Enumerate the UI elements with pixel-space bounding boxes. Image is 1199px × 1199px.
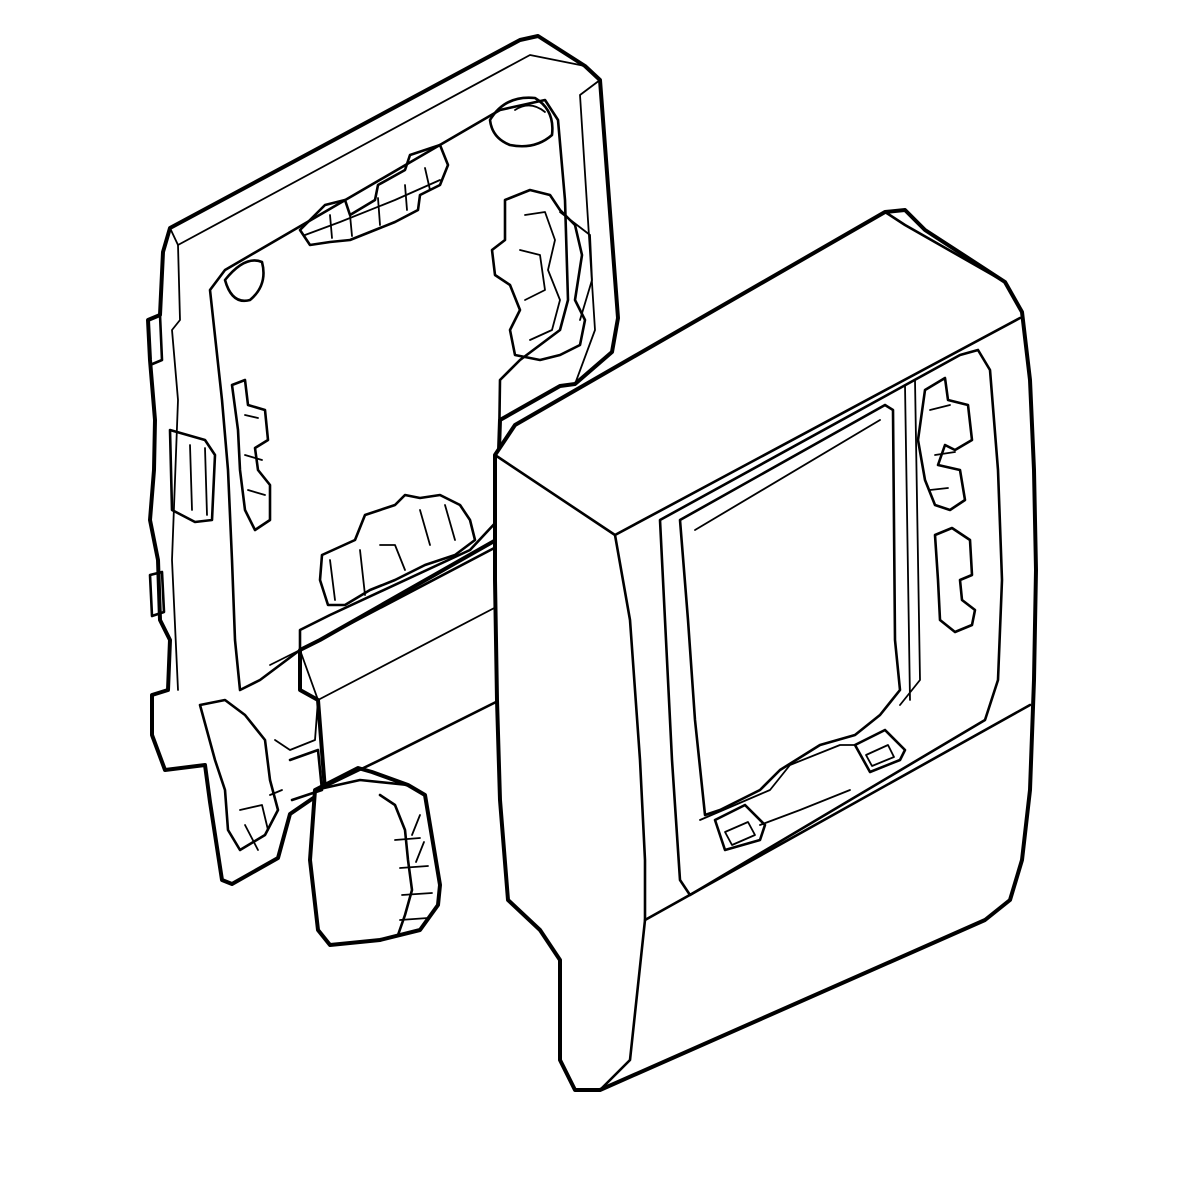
cover-top-bevel [883,210,1007,284]
frame-edge-line [171,244,181,691]
frame-screw-boss [514,104,546,113]
frame-top-clip-detail [304,179,441,236]
mounting-frame [146,34,620,886]
center-clip-rib [394,837,433,921]
frame-left-tab-detail [189,444,208,516]
cover-plate [493,208,1038,1092]
frame-edge-line [574,79,601,385]
cover-window-bottom-clip-detail [865,744,895,767]
cover-window-bottom-clip [713,803,767,852]
frame-left-clip-detail [244,414,266,496]
mounting-frame-outline [146,34,620,886]
center-clip-outline [308,766,442,947]
cover-window-rail [899,379,921,706]
center-clip-face [313,778,410,792]
center-clip-rib [411,814,425,863]
cover-side-edge [598,533,647,1092]
clip-connector [288,748,324,802]
frame-foot-detail [269,649,319,751]
frame-edge-line [169,54,586,246]
center-clip-ribs [378,793,414,937]
frame-left-tab [148,570,166,618]
cover-window-clip-detail [929,404,956,491]
frame-left-tab [146,313,164,367]
cover-window-bottom-clip-detail [724,821,756,846]
cover-plate-outline [493,208,1038,1092]
frame-bottom-clip [318,493,477,607]
frame-screw-boss [488,96,554,148]
cover-window-clip [916,376,974,512]
cover-window-outer [658,348,1004,897]
cover-window-inner [678,403,902,817]
frame-left-tab [168,428,217,524]
frame-foot-detail [239,789,283,851]
cover-window-bottom-rail [699,744,856,826]
mounting-frame-opening [208,98,570,692]
frame-foot [198,698,280,852]
cover-window-clip [933,526,977,634]
frame-bottom-clip-detail [329,504,456,601]
frame-top-clip-detail [329,167,431,239]
cover-window-bottom-clip [853,728,907,774]
connecting-plate-edge [317,604,501,701]
frame-screw-boss [223,259,265,303]
frame-right-clip-detail [519,211,593,341]
frame-left-clip [230,378,272,532]
frame-right-clip [490,188,587,362]
cover-window-inner-edge [694,419,881,531]
center-clip [288,748,442,947]
